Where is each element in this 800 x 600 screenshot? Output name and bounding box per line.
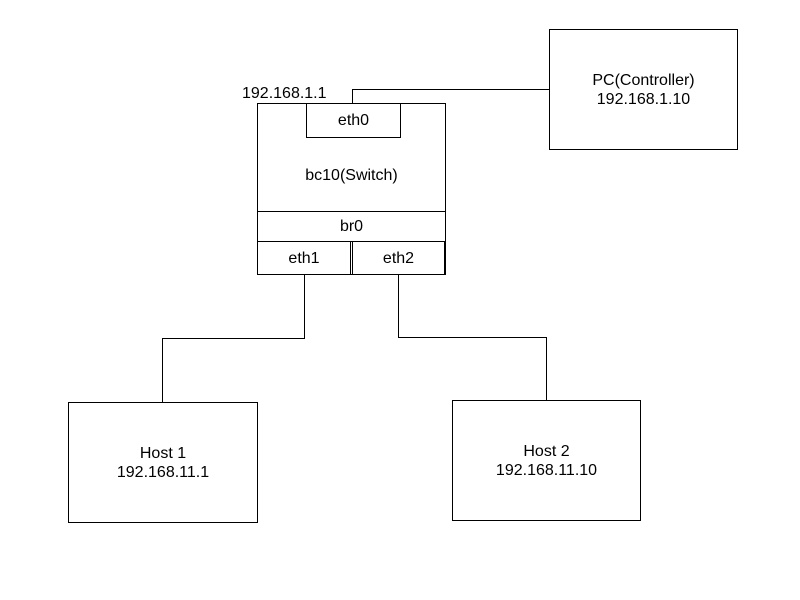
- link-eth2-host2-drop: [398, 274, 399, 337]
- interface-eth0-label: eth0: [337, 112, 370, 129]
- switch-node[interactable]: eth0 bc10(Switch) br0 eth1 eth2: [257, 103, 446, 275]
- link-eth2-host2-rise: [546, 337, 547, 401]
- host-2-ip: 192.168.11.10: [495, 461, 598, 479]
- switch-label-area: bc10(Switch): [258, 138, 445, 212]
- interface-eth2[interactable]: eth2: [352, 241, 446, 275]
- link-eth0-controller-vertical: [352, 89, 353, 103]
- switch-mgmt-ip: 192.168.1.1: [242, 85, 327, 102]
- link-eth2-host2-horizontal: [398, 337, 546, 338]
- link-eth1-host1-drop: [304, 274, 305, 338]
- switch-name: bc10(Switch): [305, 166, 398, 184]
- link-eth1-host1-rise: [162, 338, 163, 403]
- controller-ip: 192.168.1.10: [596, 90, 691, 108]
- interface-eth0[interactable]: eth0: [306, 103, 401, 138]
- interface-eth1[interactable]: eth1: [257, 241, 351, 275]
- controller-node[interactable]: PC(Controller) 192.168.1.10: [549, 29, 738, 150]
- interface-eth2-label: eth2: [382, 249, 415, 267]
- bridge-br0-label: br0: [339, 218, 364, 235]
- host-1-name: Host 1: [139, 444, 187, 462]
- interface-eth1-label: eth1: [288, 249, 320, 267]
- link-eth1-host1-horizontal: [162, 338, 305, 339]
- link-eth0-controller-horizontal: [352, 89, 549, 90]
- bridge-br0[interactable]: br0: [257, 211, 446, 242]
- controller-name: PC(Controller): [592, 71, 695, 89]
- host-2-name: Host 2: [523, 442, 570, 460]
- host-1-node[interactable]: Host 1 192.168.11.1: [68, 402, 258, 523]
- host-2-node[interactable]: Host 2 192.168.11.10: [452, 400, 641, 521]
- host-1-ip: 192.168.11.1: [116, 463, 210, 481]
